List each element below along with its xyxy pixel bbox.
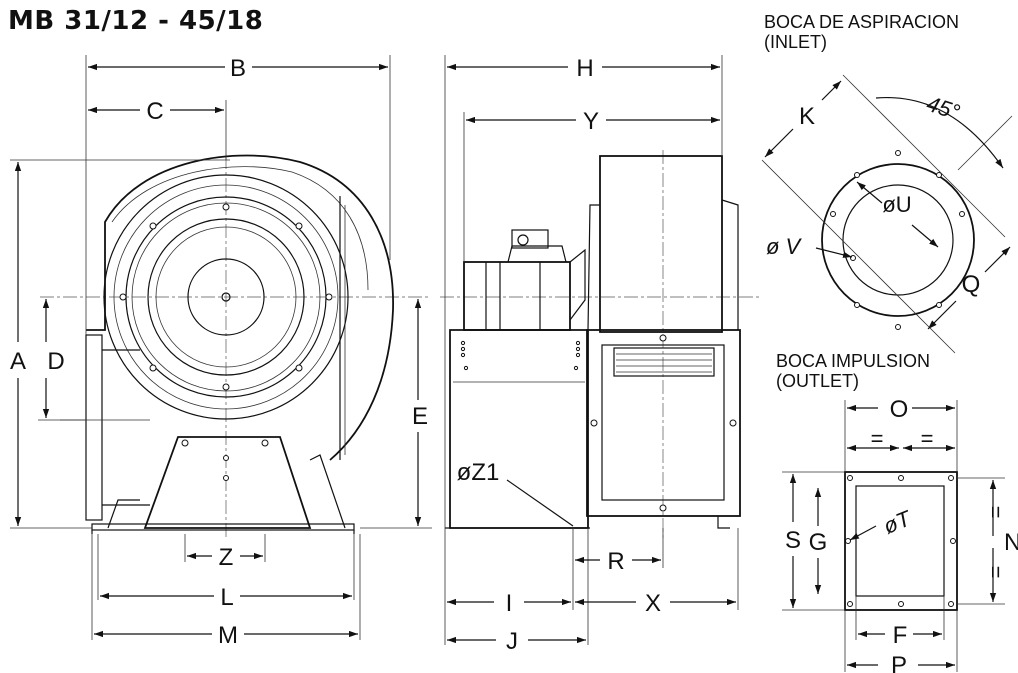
label-x: X — [645, 590, 661, 617]
dimension-labels: B C A D E Z L M H Y øZ1 I J R X K Q 45° … — [10, 55, 1018, 673]
label-r: R — [607, 548, 624, 575]
label-z: Z — [219, 544, 234, 571]
label-l: L — [220, 584, 233, 611]
drawing-title: MB 31/12 - 45/18 — [8, 6, 264, 36]
label-eq-4: = — [983, 566, 1008, 579]
label-k: K — [799, 103, 815, 130]
label-b: B — [230, 55, 246, 82]
label-c: C — [146, 98, 163, 125]
label-n: N — [1004, 529, 1018, 556]
inlet-caption-line1: BOCA DE ASPIRACION — [764, 12, 960, 32]
label-j: J — [506, 628, 518, 655]
outlet-caption: BOCA IMPULSION (OUTLET) — [776, 351, 930, 391]
label-h: H — [576, 55, 593, 82]
label-z1: øZ1 — [457, 459, 500, 486]
label-s: S — [785, 527, 801, 554]
inlet-view — [761, 74, 1013, 354]
label-u: øU — [882, 192, 911, 217]
inlet-caption-line2: (INLET) — [764, 32, 827, 52]
label-e: E — [412, 403, 428, 430]
dimension-lines — [10, 55, 1011, 672]
label-eq-1: = — [871, 426, 884, 451]
label-f: F — [893, 622, 908, 649]
front-view — [40, 154, 430, 540]
label-eq-2: = — [921, 426, 934, 451]
side-view — [440, 150, 760, 540]
label-eq-3: = — [983, 506, 1008, 519]
outlet-caption-line2: (OUTLET) — [776, 371, 859, 391]
outlet-view — [844, 471, 958, 611]
label-y: Y — [583, 108, 599, 135]
label-m: M — [218, 622, 238, 649]
label-p: P — [891, 652, 907, 673]
inlet-caption: BOCA DE ASPIRACION (INLET) — [764, 12, 959, 52]
outlet-caption-line1: BOCA IMPULSION — [776, 351, 931, 371]
label-v: ø V — [766, 234, 803, 259]
label-g: G — [809, 529, 828, 556]
label-d: D — [47, 348, 64, 375]
label-o: O — [890, 396, 909, 423]
label-q: Q — [962, 271, 981, 298]
label-i: I — [506, 590, 513, 617]
label-t: øT — [880, 505, 916, 539]
label-a: A — [10, 348, 26, 375]
